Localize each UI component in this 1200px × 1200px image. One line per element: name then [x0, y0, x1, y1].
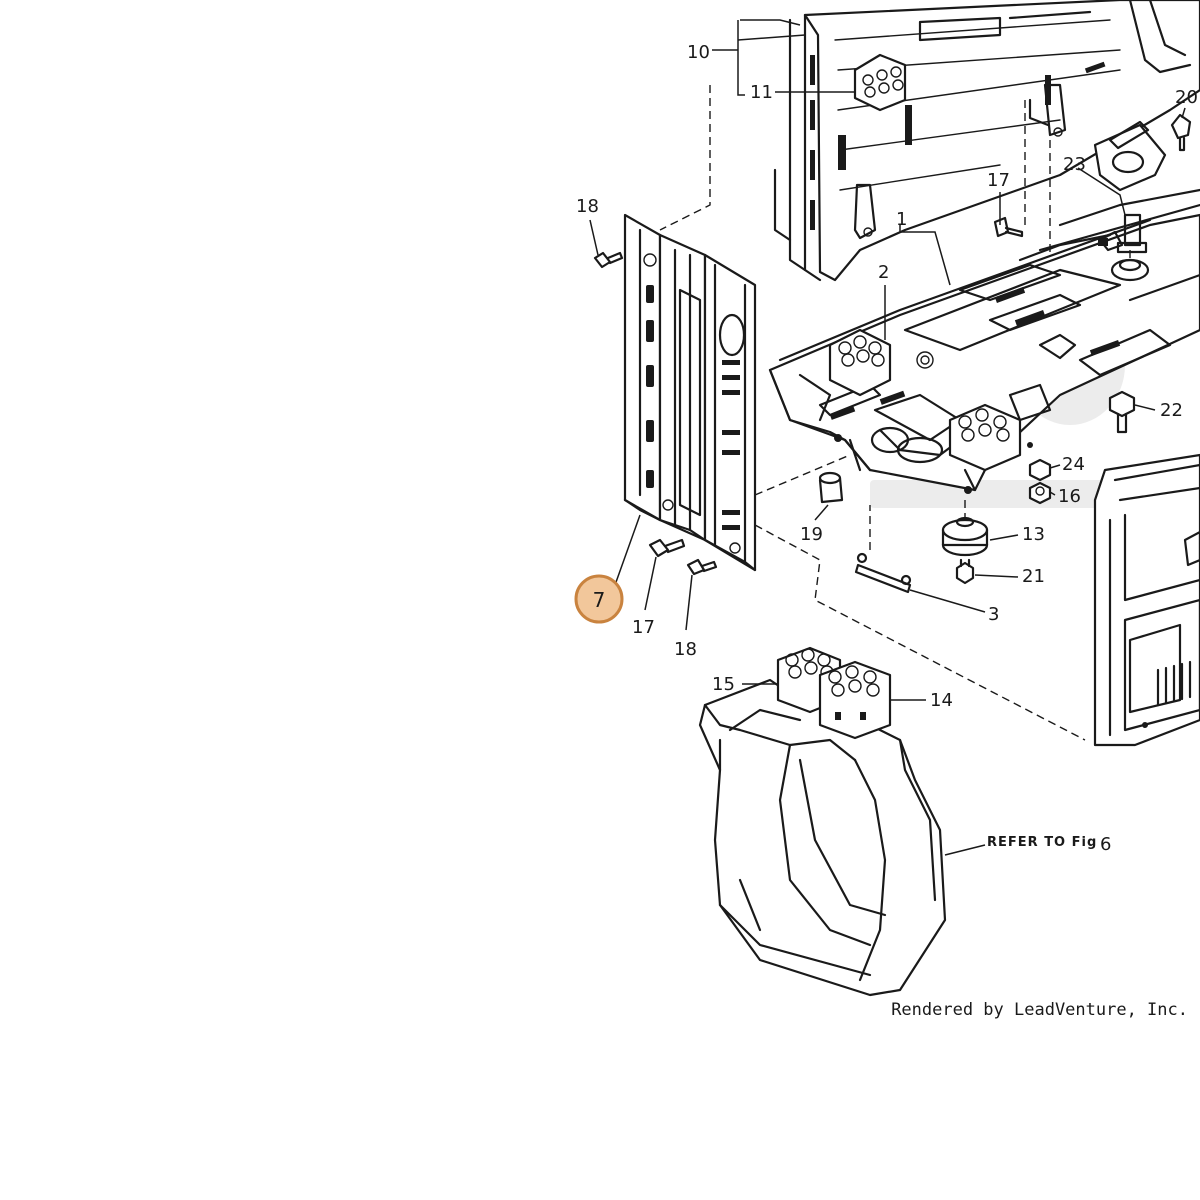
- blower-shroud: [698, 678, 947, 997]
- callout-10: 10: [687, 42, 710, 63]
- callout-23: 23: [1063, 154, 1086, 175]
- callout-21: 21: [1022, 566, 1045, 587]
- callout-18-lower: 18: [674, 639, 697, 660]
- callout-20: 20: [1175, 87, 1198, 108]
- callout-18-upper: 18: [576, 196, 599, 217]
- callout-16: 16: [1058, 486, 1081, 507]
- callout-13: 13: [1022, 524, 1045, 545]
- callout-24: 24: [1062, 454, 1085, 475]
- render-credit: Rendered by LeadVenture, Inc.: [891, 1000, 1188, 1020]
- connector-block-tray-right: [948, 403, 1022, 472]
- rubber-mount-part-13: [941, 516, 989, 557]
- bracket-part-23: [1093, 120, 1167, 254]
- callout-11: 11: [750, 82, 773, 103]
- connector-block-14: [818, 660, 892, 740]
- callout-17-upper: 17: [987, 170, 1010, 191]
- callout-7: 7: [593, 588, 606, 612]
- callout-14: 14: [930, 690, 953, 711]
- case-body-right: [1093, 453, 1200, 747]
- assembly-dashed-lines: [659, 85, 1131, 741]
- connector-block-11: [853, 53, 907, 112]
- callout-17-lower: 17: [632, 617, 655, 638]
- refer-text: REFER TO Fig: [987, 835, 1097, 850]
- connector-block-tray-left: [828, 328, 892, 397]
- refer-figure-number: 6: [1100, 834, 1111, 855]
- screw-part-20: [1170, 113, 1192, 152]
- screw-part-18-lower: [686, 558, 718, 576]
- callout-15: 15: [712, 674, 735, 695]
- rod-part-3: [854, 552, 912, 594]
- callout-labels: 10 11 20 23 17 18 1 2 22 24 16 13 21 3 1…: [576, 42, 1198, 711]
- screw-part-17-upper: [993, 216, 1024, 238]
- leader-lines: [589, 19, 1186, 856]
- bolt-part-22: [1108, 390, 1136, 434]
- callout-2: 2: [878, 262, 889, 283]
- callout-3: 3: [988, 604, 999, 625]
- highlighted-callout-7[interactable]: 7: [574, 574, 624, 624]
- callout-22: 22: [1160, 400, 1183, 421]
- callout-19: 19: [800, 524, 823, 545]
- nut-part-16: [1028, 481, 1052, 505]
- side-panel-part-7: [623, 213, 757, 572]
- refer-note: REFER TO Fig 6: [987, 834, 1111, 855]
- screw-part-18-upper: [593, 251, 624, 269]
- battery-tray-base: [768, 188, 1200, 494]
- bolt-part-21: [955, 558, 975, 585]
- callout-1: 1: [896, 209, 907, 230]
- rubber-stop-part-19: [818, 471, 844, 504]
- screw-part-17-lower: [648, 538, 686, 558]
- nut-part-24: [1028, 458, 1052, 482]
- highlight-marker[interactable]: [574, 574, 624, 624]
